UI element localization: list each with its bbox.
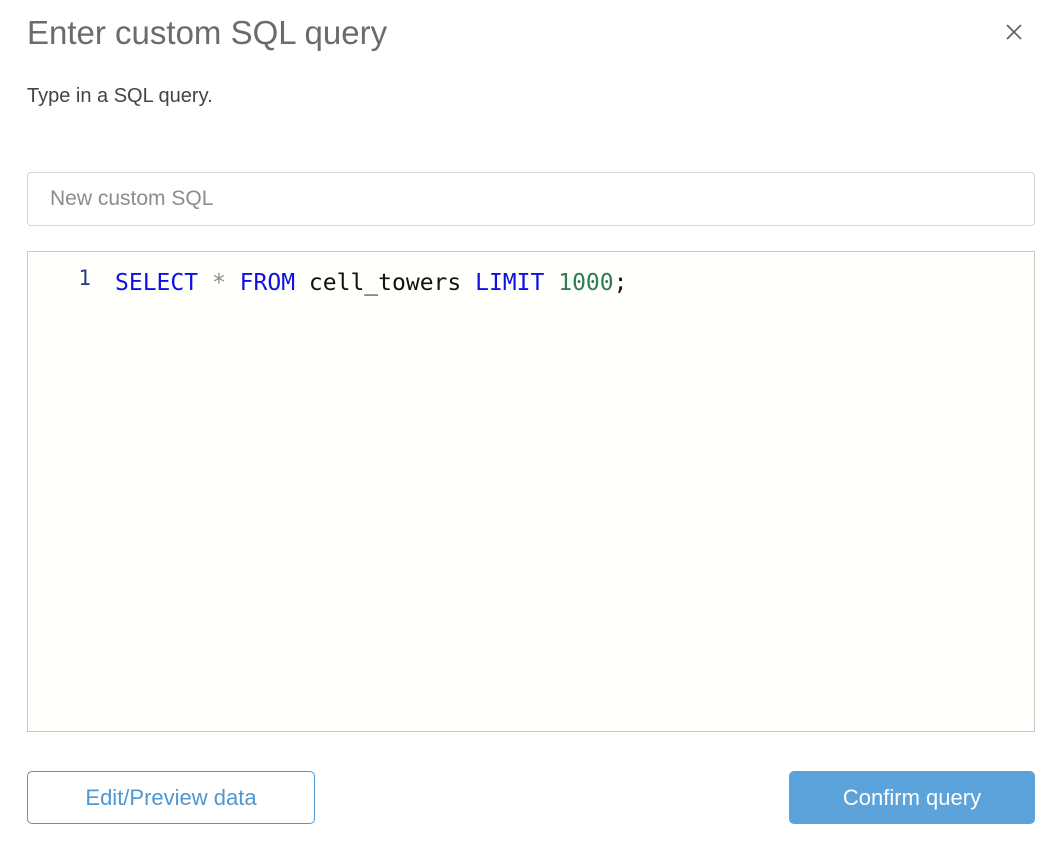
sql-code-area[interactable]: SELECT * FROM cell_towers LIMIT 1000; (115, 266, 1030, 300)
sql-editor-gutter: 1 (28, 252, 101, 731)
sql-token-semicolon: ; (613, 270, 628, 296)
close-icon (1004, 22, 1024, 42)
page-title: Enter custom SQL query (27, 14, 388, 51)
sql-token-from: FROM (239, 270, 296, 296)
sql-token-number: 1000 (558, 270, 614, 296)
sql-token-star: * (211, 270, 226, 296)
sql-line-number: 1 (78, 266, 91, 290)
query-name-input[interactable] (28, 173, 1034, 225)
sql-space-1 (198, 270, 212, 296)
sql-space-5 (544, 270, 558, 296)
dialog-subtitle: Type in a SQL query. (27, 85, 213, 107)
close-button[interactable] (1000, 18, 1028, 46)
confirm-query-button[interactable]: Confirm query (789, 771, 1035, 824)
edit-preview-data-button[interactable]: Edit/Preview data (27, 771, 315, 824)
sql-token-select: SELECT (115, 270, 199, 296)
sql-space-2 (226, 270, 240, 296)
query-name-field-wrapper[interactable] (27, 172, 1035, 226)
sql-editor[interactable]: 1 SELECT * FROM cell_towers LIMIT 1000; (27, 251, 1035, 732)
sql-token-table: cell_towers (308, 270, 462, 296)
sql-space-3 (295, 270, 309, 296)
sql-space-4 (461, 270, 475, 296)
dialog-header: Enter custom SQL query (0, 0, 1061, 70)
sql-token-limit: LIMIT (475, 270, 545, 296)
